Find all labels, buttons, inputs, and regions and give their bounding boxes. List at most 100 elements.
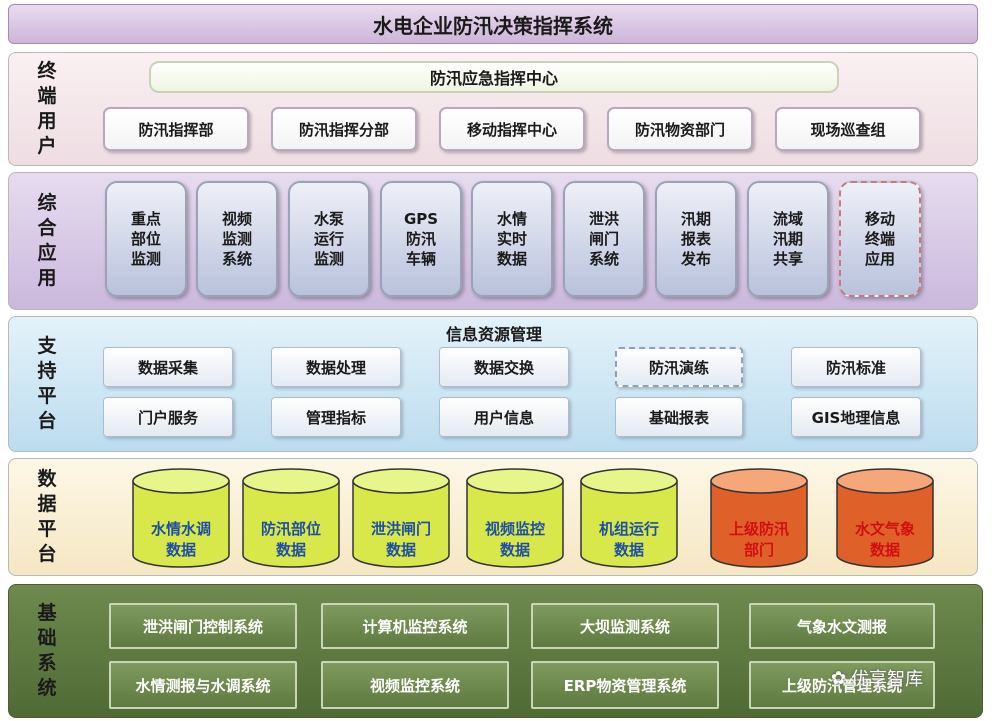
support-item[interactable]: 防汛标准	[791, 347, 921, 387]
app-item-label: 泄洪	[588, 210, 619, 228]
database-cylinder-body	[352, 480, 450, 568]
database-cylinder-top	[132, 468, 230, 494]
database-cylinder-shape	[710, 468, 808, 568]
app-item-label: 报表	[680, 230, 711, 248]
app-item-label: 防汛	[405, 230, 436, 248]
support-item[interactable]: 管理指标	[271, 397, 401, 437]
support-item[interactable]: 数据采集	[103, 347, 233, 387]
support-header: 信息资源管理	[445, 325, 542, 344]
app-item-label: 监测	[221, 230, 252, 248]
database-cylinder[interactable]: 视频监控数据	[465, 467, 565, 569]
database-cylinder-top	[352, 468, 450, 494]
database-cylinder-body	[242, 480, 340, 568]
database-cylinder-body	[580, 480, 678, 568]
database-label: 上级防汛部门	[709, 519, 809, 561]
database-cylinder-top	[466, 468, 564, 494]
terminal-item-command-hq[interactable]: 防汛指挥部	[103, 107, 249, 151]
app-item-label: 部位	[130, 230, 161, 248]
base-system-item[interactable]: 气象水文测报	[749, 603, 935, 649]
terminal-item-mobile-command[interactable]: 移动指挥中心	[439, 107, 585, 151]
base-system-item[interactable]: 视频监控系统	[321, 661, 509, 709]
app-item[interactable]: 视频监测系统	[196, 181, 278, 297]
database-cylinder-body	[132, 480, 230, 568]
app-item[interactable]: 流域汛期共享	[747, 181, 829, 297]
base-system-item[interactable]: 计算机监控系统	[321, 603, 509, 649]
app-item-label: 发布	[680, 250, 711, 268]
database-cylinder[interactable]: 机组运行数据	[579, 467, 679, 569]
base-system-item[interactable]: 上级防汛管理系统	[749, 661, 935, 709]
support-item[interactable]: 数据处理	[271, 347, 401, 387]
database-cylinder-shape	[242, 468, 340, 568]
app-item[interactable]: 水泵运行监测	[288, 181, 370, 297]
app-item-label: 车辆	[405, 250, 436, 268]
app-item[interactable]: 移动终端应用	[839, 181, 921, 297]
database-cylinder-top	[710, 468, 808, 494]
app-item-label: 共享	[772, 250, 803, 268]
database-label-line: 部门	[743, 541, 774, 559]
database-label-line: 机组运行	[598, 520, 659, 538]
support-item[interactable]: 防汛演练	[615, 347, 743, 387]
database-label-line: 数据	[275, 541, 306, 559]
terminal-item-supplies-dept[interactable]: 防汛物资部门	[607, 107, 753, 151]
app-item-label: 汛期	[680, 210, 711, 228]
database-label-line: 数据	[613, 541, 644, 559]
app-item-label: 系统	[588, 250, 619, 268]
support-item[interactable]: 用户信息	[439, 397, 569, 437]
database-cylinder[interactable]: 水文气象数据	[835, 467, 935, 569]
app-item-label: 应用	[864, 250, 895, 268]
terminal-item-patrol-team[interactable]: 现场巡查组	[775, 107, 921, 151]
database-label: 视频监控数据	[465, 519, 565, 561]
base-system-item[interactable]: 泄洪闸门控制系统	[109, 603, 297, 649]
database-label-line: 视频监控	[484, 520, 545, 538]
app-item[interactable]: 水情实时数据	[471, 181, 553, 297]
database-label-line: 数据	[499, 541, 530, 559]
database-cylinder-body	[836, 480, 934, 568]
database-label-line: 水文气象	[854, 520, 915, 538]
terminal-label: 终 端 用 户	[37, 60, 57, 157]
app-item-label: 水泵	[313, 210, 344, 228]
support-label: 支 持 平 台	[37, 335, 57, 432]
base-system-item[interactable]: ERP物资管理系统	[531, 661, 719, 709]
database-label-line: 防汛部位	[260, 520, 321, 538]
database-cylinder[interactable]: 水情水调数据	[131, 467, 231, 569]
data-platform-label: 数 据 平 台	[37, 468, 57, 565]
database-label-line: 数据	[385, 541, 416, 559]
app-item-label: 实时	[496, 230, 527, 248]
support-item[interactable]: GIS地理信息	[791, 397, 921, 437]
database-label-line: 泄洪闸门	[370, 520, 431, 538]
database-cylinder[interactable]: 防汛部位数据	[241, 467, 341, 569]
database-cylinder-shape	[132, 468, 230, 568]
base-system-item[interactable]: 水情测报与水调系统	[109, 661, 297, 709]
database-label-line: 数据	[869, 541, 900, 559]
support-item[interactable]: 门户服务	[103, 397, 233, 437]
emergency-command-center[interactable]: 防汛应急指挥中心	[149, 61, 839, 93]
database-label: 机组运行数据	[579, 519, 679, 561]
database-cylinder-shape	[580, 468, 678, 568]
database-cylinder[interactable]: 上级防汛部门	[709, 467, 809, 569]
app-item-label: 监测	[313, 250, 344, 268]
support-item[interactable]: 基础报表	[615, 397, 743, 437]
app-item-label: 视频	[221, 210, 252, 228]
app-item[interactable]: 泄洪闸门系统	[563, 181, 645, 297]
base-system-item[interactable]: 大坝监测系统	[531, 603, 719, 649]
watermark: ✿ 优享智库	[831, 665, 923, 691]
database-cylinder[interactable]: 泄洪闸门数据	[351, 467, 451, 569]
app-item-label: 移动	[864, 210, 895, 228]
app-item-label: 闸门	[588, 230, 619, 248]
app-item[interactable]: 重点部位监测	[105, 181, 187, 297]
base-label: 基 础 系 统	[37, 602, 57, 699]
support-item[interactable]: 数据交换	[439, 347, 569, 387]
terminal-item-command-branch[interactable]: 防汛指挥分部	[271, 107, 417, 151]
app-item-label: 系统	[221, 250, 252, 268]
app-item-label: 流域	[772, 210, 803, 228]
database-cylinder-shape	[466, 468, 564, 568]
app-item-label: 终端	[864, 230, 895, 248]
app-item[interactable]: 汛期报表发布	[655, 181, 737, 297]
database-label: 泄洪闸门数据	[351, 519, 451, 561]
app-item-label: 水情	[496, 210, 527, 228]
database-label: 防汛部位数据	[241, 519, 341, 561]
app-item-label: 汛期	[772, 230, 803, 248]
app-item-label: 运行	[313, 230, 344, 248]
